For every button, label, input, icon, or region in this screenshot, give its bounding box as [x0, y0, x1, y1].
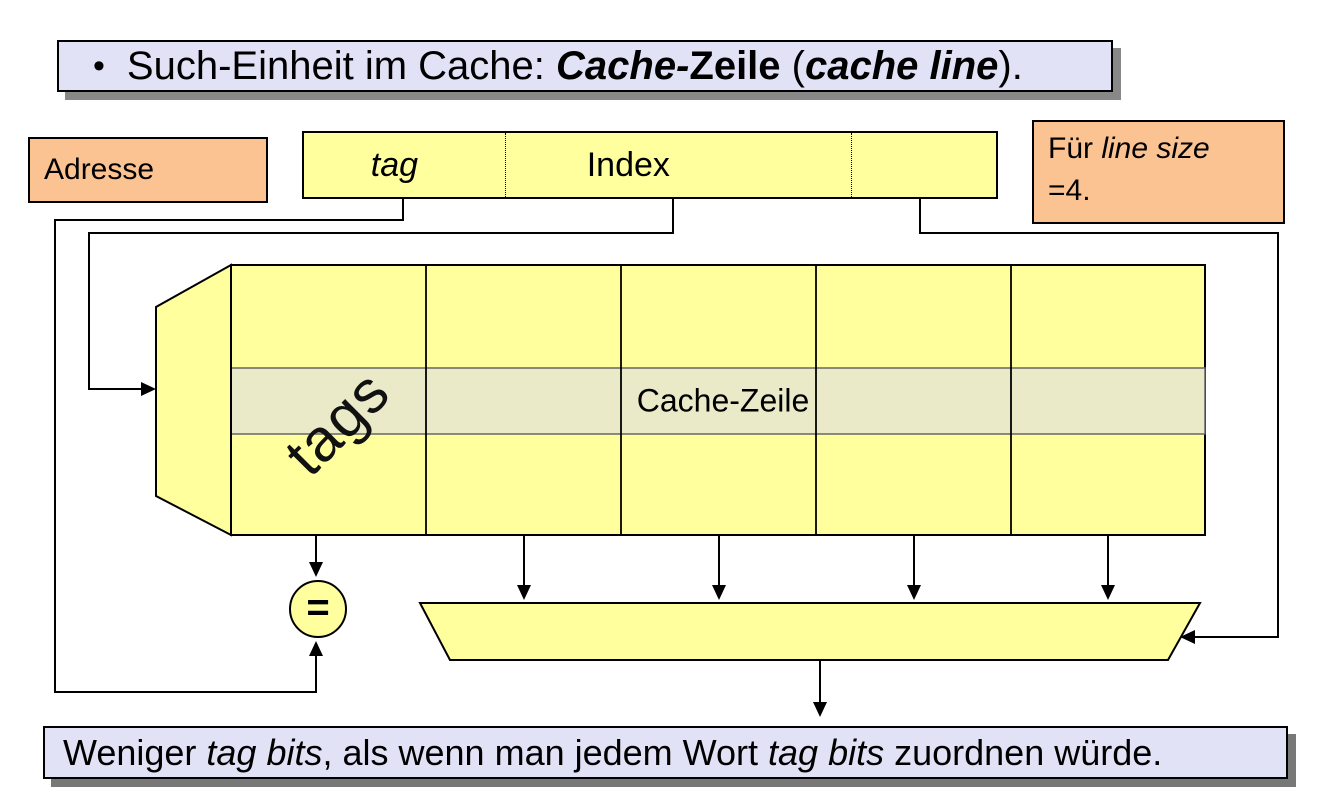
address-label-box: Adresse [28, 137, 268, 203]
arrowhead-down-icon [813, 702, 827, 717]
comparator-symbol: = [306, 585, 330, 630]
arrowhead-down-icon [712, 585, 726, 600]
index-field-label: Index [586, 145, 670, 184]
offset-connector [919, 199, 1279, 638]
bottom-note-text: Weniger tag bits, als wenn man jedem Wor… [63, 731, 1163, 773]
mux-trapezoid [418, 602, 1202, 661]
arrowhead-left-icon [1180, 630, 1195, 644]
arrowhead-down-icon [309, 562, 323, 577]
arrowhead-up-icon [309, 641, 323, 656]
cache-line-label: Cache-Zeile [636, 382, 810, 419]
arrowhead-right-icon [141, 382, 156, 396]
arrowhead-down-icon [1101, 585, 1115, 600]
arrowhead-down-icon [517, 585, 531, 600]
index-connector [88, 199, 674, 390]
comparator-circle [289, 580, 347, 638]
tag-field-label: tag [370, 145, 419, 184]
bullet-icon: • [93, 46, 105, 85]
address-field-index: Index [504, 133, 851, 197]
tag-array-pentagon [155, 263, 232, 537]
arrowhead-down-icon [907, 585, 921, 600]
title-text: Such-Einheit im Cache: Cache-Zeile (cach… [126, 43, 1023, 88]
line-size-text-line2: =4. [1048, 174, 1091, 207]
tag-compare-connector [54, 199, 404, 693]
bottom-note-box: Weniger tag bits, als wenn man jedem Wor… [43, 726, 1288, 779]
address-label: Adresse [44, 153, 155, 186]
address-field-tag: tag [304, 133, 505, 197]
line-size-box: Für line size =4. [1032, 120, 1285, 224]
address-field-offset [850, 133, 996, 197]
cache-line-row [230, 367, 1206, 435]
line-size-text-line1: Für line size [1048, 132, 1210, 165]
title-box: • Such-Einheit im Cache: Cache-Zeile (ca… [57, 40, 1113, 92]
address-bar: tag Index [302, 131, 998, 199]
